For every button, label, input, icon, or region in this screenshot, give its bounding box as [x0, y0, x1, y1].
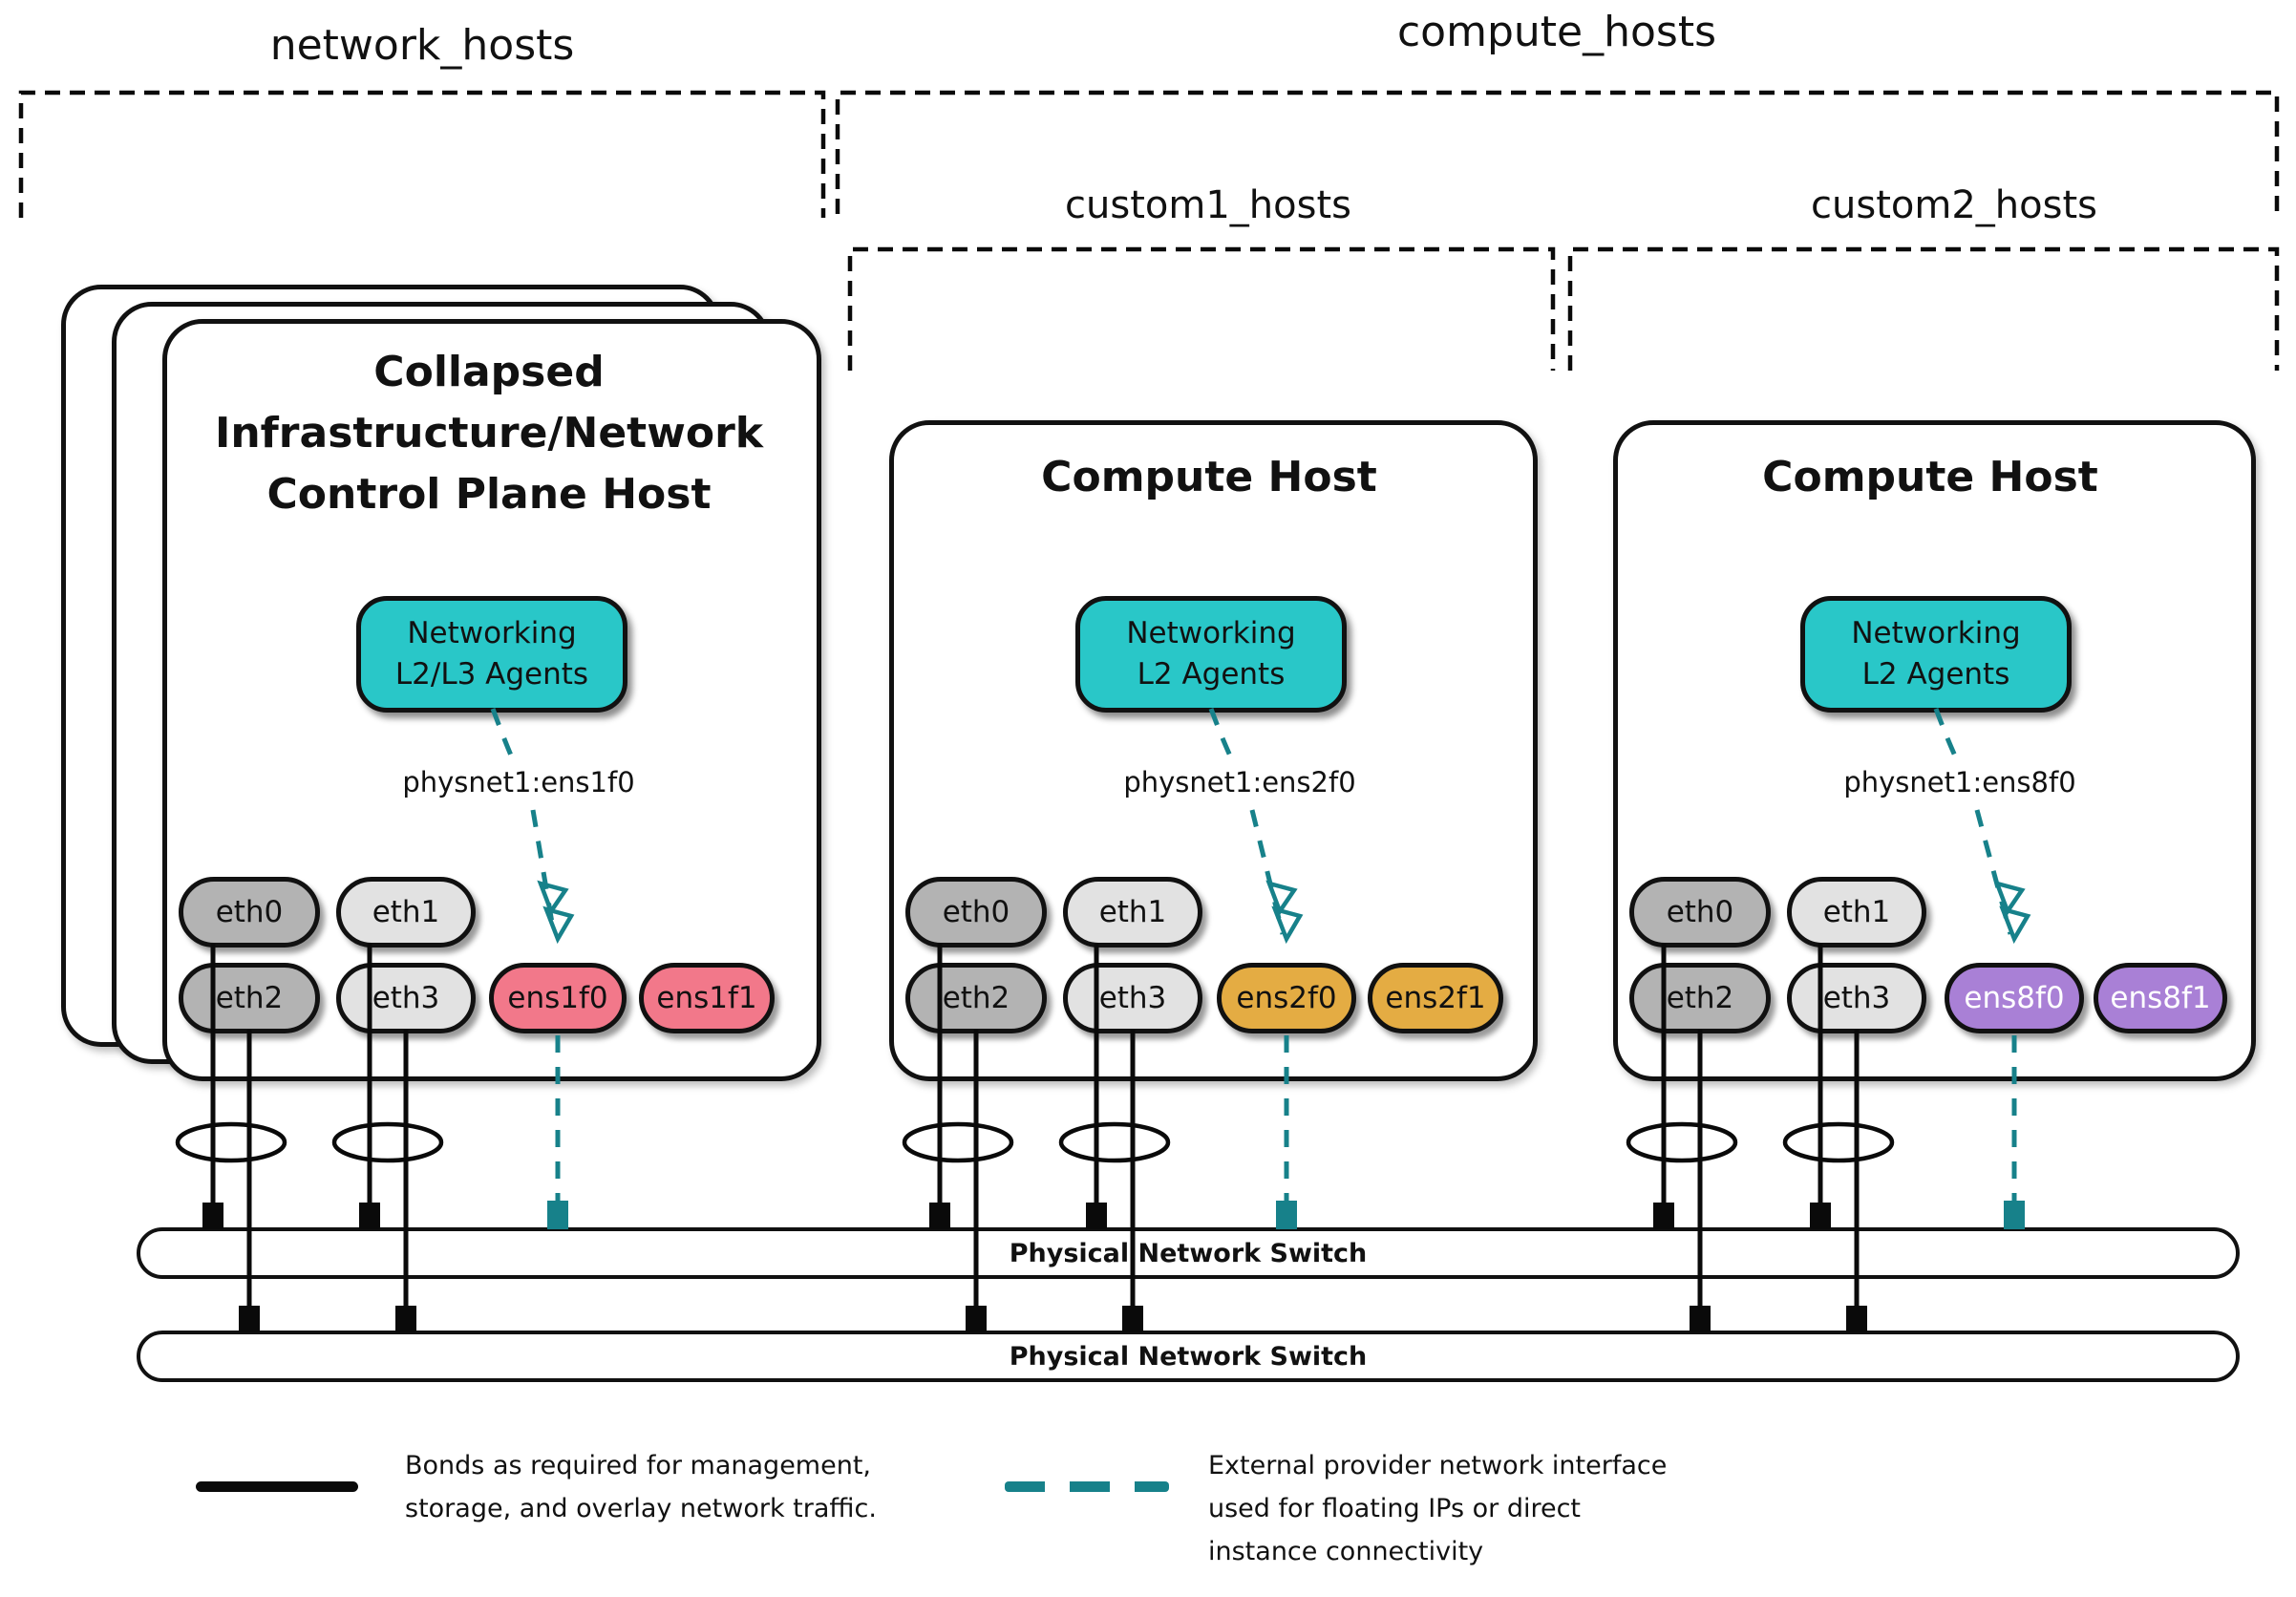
switch-port-connector [1086, 1203, 1107, 1229]
switch-port-connector-external [547, 1201, 568, 1229]
switch-port-connector [1846, 1306, 1867, 1332]
physical-network-switch-1: Physical Network Switch [137, 1227, 2240, 1279]
nic-pill: eth0 [179, 877, 320, 948]
legend-bond-line2: storage, and overlay network traffic. [405, 1494, 877, 1523]
group-label-custom1-hosts: custom1_hosts [1065, 183, 1351, 227]
bond-ellipse [1058, 1121, 1171, 1163]
nic-pill: eth3 [1787, 963, 1926, 1033]
network-host-title-line3: Control Plane Host [266, 470, 712, 519]
group-label-network-hosts: network_hosts [269, 21, 575, 70]
compute-host1-physnet-label: physnet1:ens2f0 [1123, 766, 1356, 798]
compute-host2-agent-box: Networking L2 Agents [1800, 596, 2072, 713]
agent-line1: Networking [1126, 616, 1296, 650]
bond-ellipse [1782, 1121, 1895, 1163]
legend-external-line-symbol [1005, 1481, 1169, 1492]
switch-port-connector-external [1276, 1201, 1297, 1229]
custom1-hosts-bracket [847, 246, 1556, 371]
switch-port-connector [1810, 1203, 1831, 1229]
agent-line2: L2 Agents [1861, 657, 2010, 692]
switch-port-connector-external [2004, 1201, 2025, 1229]
bond-ellipse [1626, 1121, 1738, 1163]
nic-pill: eth2 [179, 963, 320, 1033]
network-host-title-line2: Infrastructure/Network [214, 409, 764, 458]
nic-pill: eth1 [1063, 877, 1202, 948]
network-host-physnet-label: physnet1:ens1f0 [402, 766, 635, 798]
nic-pill: ens1f0 [489, 963, 627, 1033]
network-host-title: Collapsed Infrastructure/Network Control… [215, 342, 763, 525]
compute-host2-title: Compute Host [1762, 453, 2098, 501]
nic-pill: ens8f0 [1945, 963, 2084, 1033]
switch2-label: Physical Network Switch [1009, 1341, 1368, 1372]
nic-pill: eth0 [1629, 877, 1771, 948]
network-host-title-line1: Collapsed [373, 348, 605, 396]
nic-pill: eth0 [905, 877, 1047, 948]
legend-external-line2: used for floating IPs or direct [1208, 1494, 1582, 1523]
nic-pill: ens2f1 [1368, 963, 1503, 1033]
legend-bond-text: Bonds as required for management, storag… [405, 1444, 877, 1530]
agent-line1: Networking [1851, 616, 2021, 650]
switch-port-connector [239, 1306, 260, 1332]
switch1-label: Physical Network Switch [1009, 1238, 1368, 1268]
custom2-hosts-bracket [1567, 246, 2280, 371]
nic-pill: ens2f0 [1217, 963, 1356, 1033]
switch-port-connector [359, 1203, 380, 1229]
group-label-compute-hosts: compute_hosts [1396, 8, 1717, 56]
compute-host1-title: Compute Host [1041, 453, 1377, 501]
nic-pill: eth3 [336, 963, 476, 1033]
agent-line2: L2 Agents [1137, 657, 1286, 692]
network-hosts-bracket [18, 90, 826, 218]
agent-line1: Networking [407, 616, 577, 650]
physical-network-switch-2: Physical Network Switch [137, 1331, 2240, 1382]
switch-port-connector [1653, 1203, 1674, 1229]
nic-pill: eth1 [336, 877, 476, 948]
switch-port-connector [202, 1203, 223, 1229]
group-label-custom2-hosts: custom2_hosts [1811, 183, 2097, 227]
nic-pill: eth3 [1063, 963, 1202, 1033]
nic-pill: eth2 [905, 963, 1047, 1033]
switch-port-connector [929, 1203, 950, 1229]
nic-pill: ens1f1 [639, 963, 775, 1033]
legend-external-text: External provider network interface used… [1208, 1444, 1667, 1573]
compute-host2-physnet-label: physnet1:ens8f0 [1843, 766, 2076, 798]
nic-pill: eth1 [1787, 877, 1926, 948]
compute-host1-agent-box: Networking L2 Agents [1075, 596, 1347, 713]
nic-pill: eth2 [1629, 963, 1771, 1033]
legend-bond-line-symbol [196, 1481, 358, 1492]
bond-ellipse [175, 1121, 287, 1163]
network-host-agent-box: Networking L2/L3 Agents [356, 596, 627, 713]
bond-ellipse [331, 1121, 444, 1163]
switch-port-connector [395, 1306, 416, 1332]
legend-external-line1: External provider network interface [1208, 1451, 1668, 1480]
switch-port-connector [966, 1306, 987, 1332]
switch-port-connector [1122, 1306, 1143, 1332]
legend-bond-line1: Bonds as required for management, [405, 1451, 872, 1480]
switch-port-connector [1690, 1306, 1711, 1332]
nic-pill: ens8f1 [2094, 963, 2227, 1033]
agent-line2: L2/L3 Agents [394, 657, 589, 692]
bond-ellipse [902, 1121, 1014, 1163]
legend-external-line3: instance connectivity [1208, 1537, 1484, 1566]
